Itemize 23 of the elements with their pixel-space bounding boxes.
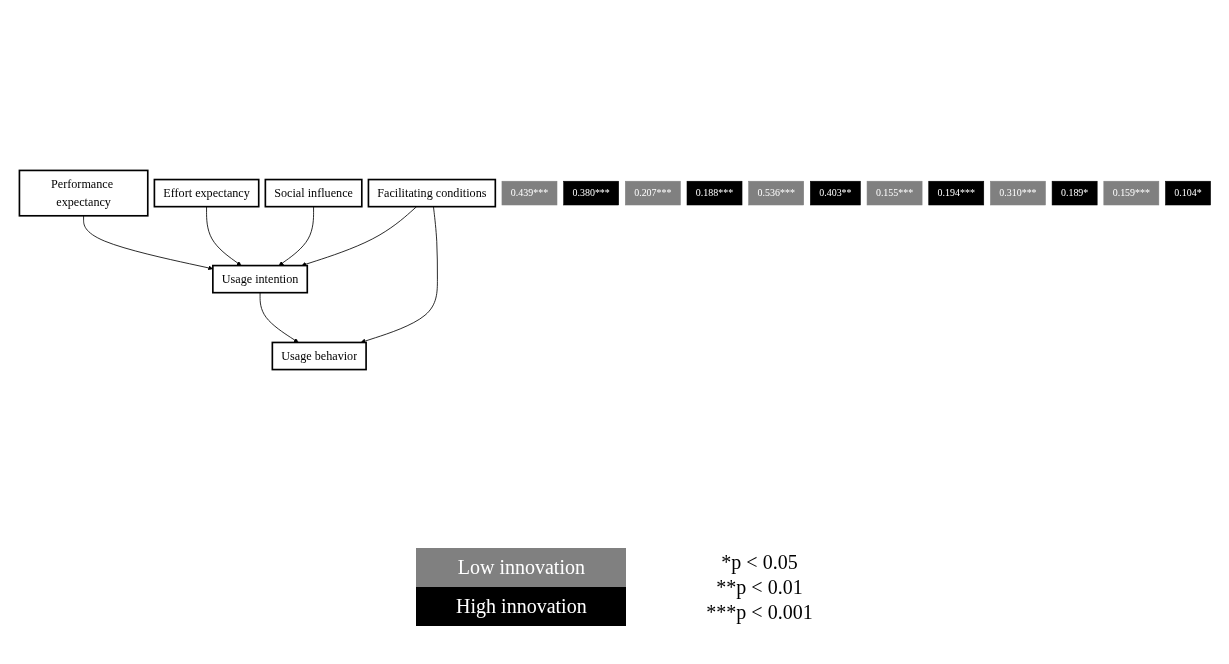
significance-note: **p < 0.01 <box>716 575 803 599</box>
node-box: 0.189* <box>1051 180 1097 206</box>
node-box: 0.536*** <box>747 180 804 206</box>
node-box: Effort expectancy <box>153 178 260 208</box>
node-box: 0.380*** <box>562 180 619 206</box>
legend-swatch: Low innovation <box>416 548 627 587</box>
node-box: 0.310*** <box>989 180 1046 206</box>
node-box: Usage intention <box>211 264 308 294</box>
node-box: 0.188*** <box>686 180 742 206</box>
node-box: 0.207*** <box>624 180 681 206</box>
node-box: 0.403** <box>809 180 861 206</box>
node-box: Social influence <box>264 178 363 208</box>
node-box: 0.104* <box>1164 180 1211 206</box>
node-box: 0.194*** <box>927 180 984 206</box>
node-box: Performance expectancy <box>18 169 149 217</box>
node-box: Facilitating conditions <box>367 178 496 208</box>
legend-swatch: High innovation <box>416 587 627 626</box>
node-box: 0.439*** <box>501 180 557 206</box>
node-box: Usage behavior <box>271 341 367 371</box>
node-box: 0.155*** <box>866 180 922 206</box>
node-box: 0.159*** <box>1103 180 1159 206</box>
significance-note: *p < 0.05 <box>721 550 798 574</box>
significance-note: ***p < 0.001 <box>706 600 813 624</box>
